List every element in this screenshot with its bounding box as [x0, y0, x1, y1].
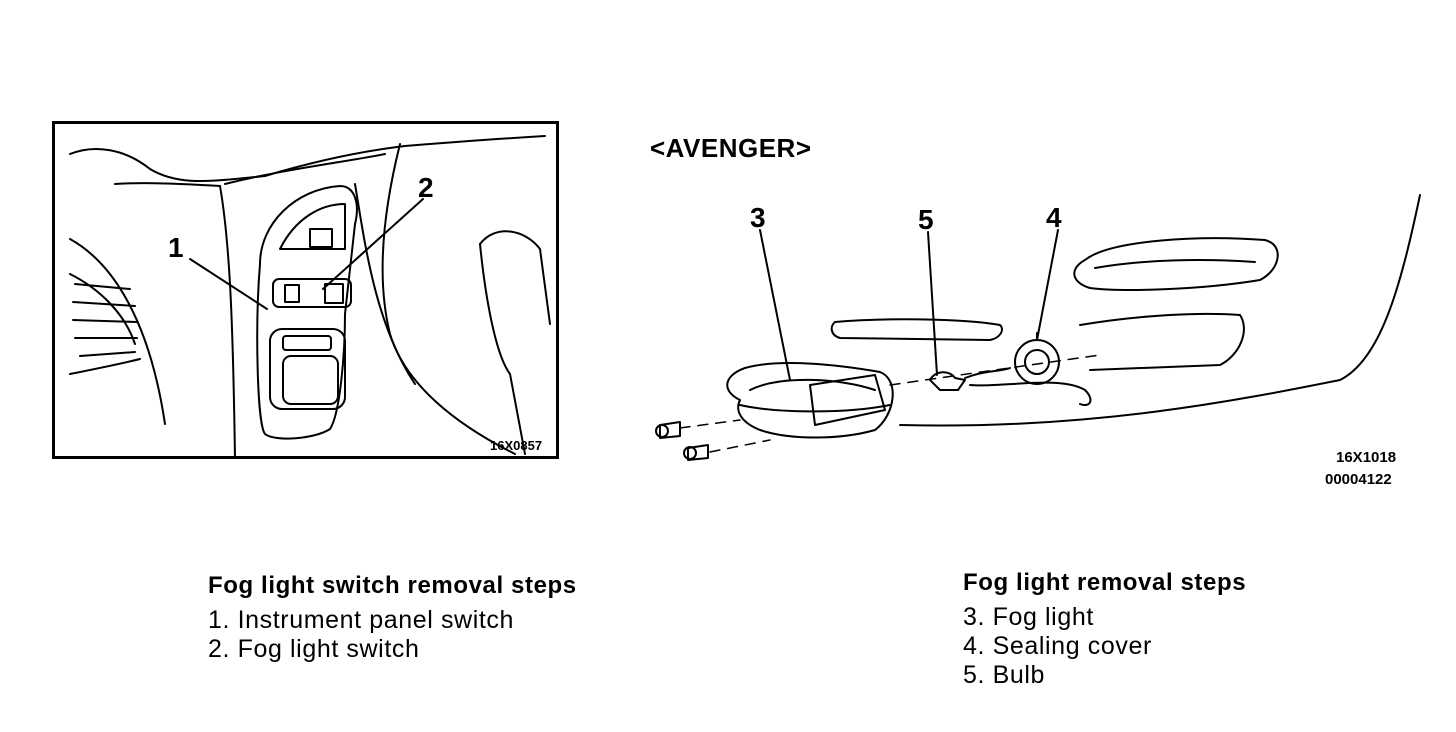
switch-steps-title: Fog light switch removal steps: [208, 572, 577, 599]
fog-light-drawing: [655, 194, 1421, 461]
light-step-5: 5. Bulb: [963, 661, 1046, 689]
switch-illustration: 1 2 16X0857: [52, 121, 559, 459]
figure-code-line2: 00004122: [1325, 471, 1392, 488]
callout-3: 3: [750, 202, 766, 233]
fog-light-illustration: 3 5 4: [640, 190, 1440, 480]
callout-5: 5: [918, 204, 934, 235]
callout-1: 1: [168, 232, 184, 263]
light-steps-title: Fog light removal steps: [963, 569, 1247, 596]
callout-2: 2: [418, 172, 434, 203]
switch-step-1: 1. Instrument panel switch: [208, 606, 515, 634]
figure-code: 16X0857: [490, 438, 543, 453]
callout-4: 4: [1046, 202, 1062, 233]
model-label: <AVENGER>: [650, 133, 812, 163]
light-removal-steps: Fog light removal steps 3. Fog light 4. …: [963, 569, 1246, 690]
switch-panel-drawing: [69, 135, 551, 456]
switch-step-2: 2. Fog light switch: [208, 635, 420, 663]
light-step-3: 3. Fog light: [963, 603, 1094, 631]
switch-removal-steps: Fog light switch removal steps 1. Instru…: [208, 572, 577, 664]
figure-code-line1: 16X1018: [1336, 449, 1397, 466]
light-step-4: 4. Sealing cover: [963, 632, 1152, 660]
